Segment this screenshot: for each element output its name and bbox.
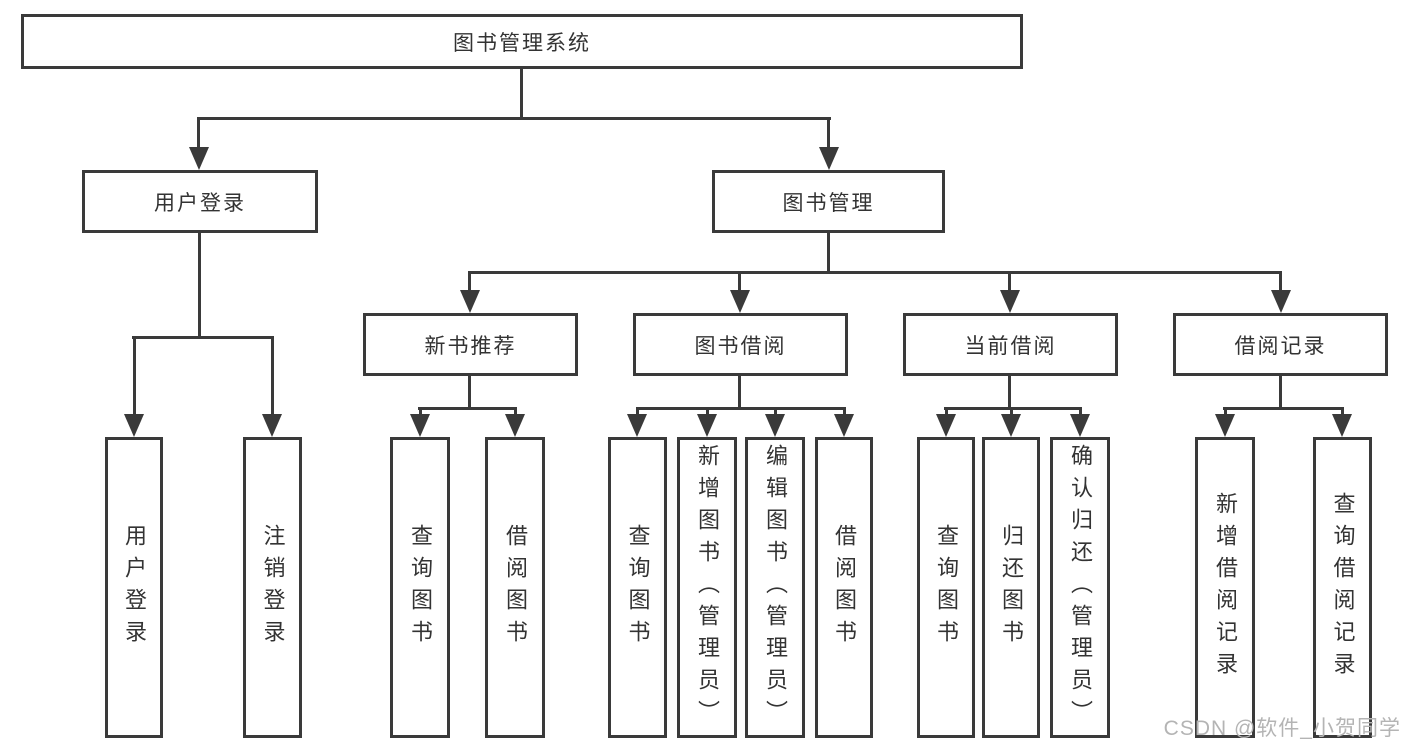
leaf-label: 用户登录 bbox=[122, 523, 147, 652]
leaf-add-books-admin: 新增图书（管理员） bbox=[677, 437, 737, 738]
connector-line bbox=[1279, 271, 1282, 292]
connector-line bbox=[468, 271, 471, 292]
arrow-down-icon bbox=[460, 290, 480, 313]
leaf-label: 确认归还（管理员） bbox=[1068, 443, 1093, 732]
arrow-down-icon bbox=[124, 414, 144, 437]
leaf-query-books-recommend: 查询图书 bbox=[390, 437, 450, 738]
leaf-query-books-borrowing: 查询图书 bbox=[608, 437, 667, 738]
connector-line bbox=[1008, 271, 1011, 292]
arrow-down-icon bbox=[627, 414, 647, 437]
node-library-management-system: 图书管理系统 bbox=[21, 14, 1023, 69]
connector-line bbox=[1010, 407, 1013, 417]
leaf-label: 借阅图书 bbox=[503, 523, 528, 652]
arrow-down-icon bbox=[1271, 290, 1291, 313]
arrow-down-icon bbox=[730, 290, 750, 313]
leaf-label: 查询借阅记录 bbox=[1330, 491, 1356, 684]
connector-line bbox=[738, 376, 741, 407]
arrow-down-icon bbox=[819, 147, 839, 170]
arrow-down-icon bbox=[697, 414, 717, 437]
connector-line bbox=[271, 336, 274, 416]
watermark: CSDN @软件_小贺同学 bbox=[1163, 717, 1401, 740]
leaf-query-borrow-record: 查询借阅记录 bbox=[1313, 437, 1372, 738]
arrow-down-icon bbox=[1000, 290, 1020, 313]
arrow-down-icon bbox=[262, 414, 282, 437]
leaf-logout: 注销登录 bbox=[243, 437, 302, 738]
connector-line bbox=[1279, 376, 1282, 407]
arrow-down-icon bbox=[765, 414, 785, 437]
node-book-management: 图书管理 bbox=[712, 170, 945, 233]
leaf-label: 查询图书 bbox=[625, 523, 651, 652]
arrow-down-icon bbox=[1215, 414, 1235, 437]
leaf-label: 查询图书 bbox=[934, 523, 959, 652]
connector-line bbox=[419, 407, 422, 417]
connector-line bbox=[133, 336, 136, 416]
arrow-down-icon bbox=[1070, 414, 1090, 437]
connector-line bbox=[827, 117, 830, 150]
connector-line bbox=[1224, 407, 1227, 417]
connector-line bbox=[520, 69, 523, 117]
connector-line bbox=[418, 407, 516, 410]
arrow-down-icon bbox=[834, 414, 854, 437]
arrow-down-icon bbox=[1001, 414, 1021, 437]
connector-line bbox=[738, 271, 741, 292]
connector-line bbox=[1079, 407, 1082, 417]
leaf-label: 新增借阅记录 bbox=[1213, 491, 1238, 684]
leaf-return-books: 归还图书 bbox=[982, 437, 1040, 738]
arrow-down-icon bbox=[189, 147, 209, 170]
connector-line bbox=[774, 407, 777, 417]
connector-line bbox=[514, 407, 517, 417]
connector-line bbox=[468, 271, 1282, 274]
arrow-down-icon bbox=[410, 414, 430, 437]
leaf-borrow-books: 借阅图书 bbox=[815, 437, 873, 738]
connector-line bbox=[636, 407, 639, 417]
leaf-query-books-current: 查询图书 bbox=[917, 437, 975, 738]
leaf-add-borrow-record: 新增借阅记录 bbox=[1195, 437, 1255, 738]
connector-line bbox=[132, 336, 274, 339]
leaf-label: 新增图书（管理员） bbox=[695, 443, 720, 732]
node-book-borrowing: 图书借阅 bbox=[633, 313, 848, 376]
leaf-label: 借阅图书 bbox=[832, 523, 857, 652]
leaf-edit-books-admin: 编辑图书（管理员） bbox=[745, 437, 805, 738]
node-new-book-recommend: 新书推荐 bbox=[363, 313, 578, 376]
node-user-login: 用户登录 bbox=[82, 170, 318, 233]
connector-line bbox=[944, 407, 1082, 410]
node-current-borrowing: 当前借阅 bbox=[903, 313, 1118, 376]
connector-line bbox=[1341, 407, 1344, 417]
arrow-down-icon bbox=[1332, 414, 1352, 437]
leaf-label: 注销登录 bbox=[260, 523, 286, 652]
connector-line bbox=[945, 407, 948, 417]
connector-line bbox=[468, 376, 471, 407]
leaf-confirm-return-admin: 确认归还（管理员） bbox=[1050, 437, 1110, 738]
leaf-borrow-books-recommend: 借阅图书 bbox=[485, 437, 545, 738]
leaf-label: 查询图书 bbox=[408, 523, 433, 652]
connector-line bbox=[636, 407, 846, 410]
arrow-down-icon bbox=[936, 414, 956, 437]
leaf-label: 编辑图书（管理员） bbox=[763, 443, 788, 732]
connector-line bbox=[706, 407, 709, 417]
leaf-label: 归还图书 bbox=[999, 523, 1024, 652]
connector-line bbox=[197, 117, 200, 150]
node-borrowing-records: 借阅记录 bbox=[1173, 313, 1388, 376]
connector-line bbox=[843, 407, 846, 417]
connector-line bbox=[1223, 407, 1344, 410]
connector-line bbox=[827, 233, 830, 271]
connector-line bbox=[197, 117, 831, 120]
leaf-user-login: 用户登录 bbox=[105, 437, 163, 738]
connector-line bbox=[1008, 376, 1011, 407]
connector-line bbox=[198, 233, 201, 336]
arrow-down-icon bbox=[505, 414, 525, 437]
